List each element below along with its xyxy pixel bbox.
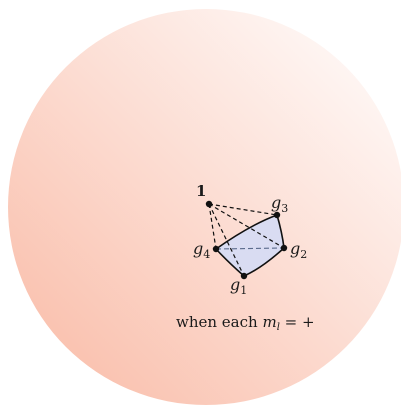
label-g4: g4: [193, 239, 210, 261]
label-g1: g1: [230, 275, 247, 297]
vertex-1: [205, 200, 213, 208]
dashed-edge-1-g1: [208, 203, 245, 277]
dashed-edges: [208, 203, 285, 277]
dashed-edge-1-g2: [208, 203, 285, 249]
caption: when each ml = +: [176, 313, 315, 333]
edge-g4-g3: [215, 214, 278, 250]
background-disk: [8, 9, 401, 405]
dashed-edge-1-g4: [208, 203, 217, 250]
vertex-g2: [280, 244, 288, 252]
caption-suffix: = +: [280, 313, 315, 331]
edge-g2-g1: [243, 247, 285, 277]
caption-var-sub: l: [277, 322, 280, 333]
caption-var: m: [262, 313, 276, 331]
vertex-g4: [212, 245, 220, 253]
label-g2: g2: [290, 239, 307, 261]
caption-prefix: when each: [176, 313, 262, 331]
vertex-g1: [240, 272, 248, 280]
label-vertex-1: 1: [196, 182, 206, 200]
shaded-face: [216, 215, 284, 276]
hidden-edge-g4-g2: [215, 247, 285, 250]
vertices: [205, 200, 288, 280]
label-g3: g3: [271, 193, 288, 215]
dashed-edge-1-g3: [208, 203, 278, 216]
vertex-g3: [273, 211, 281, 219]
